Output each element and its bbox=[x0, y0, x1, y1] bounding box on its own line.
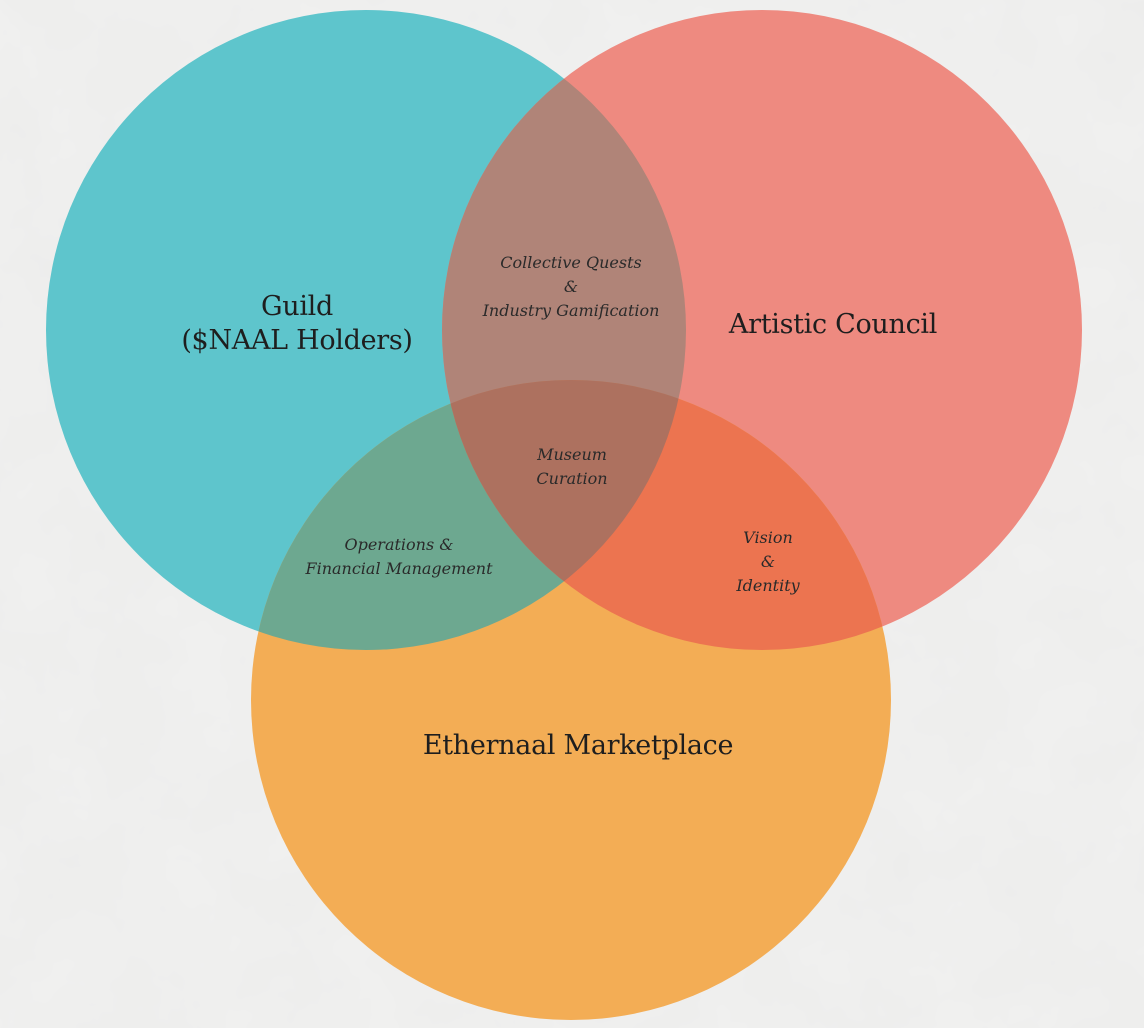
guild-title: Guild bbox=[260, 291, 333, 322]
center-label: Museum Curation bbox=[536, 443, 607, 491]
council-marketplace-overlap bbox=[442, 380, 891, 650]
guild-marketplace-overlap bbox=[251, 380, 686, 650]
guild-label: Guild ($NAAL Holders) bbox=[181, 290, 413, 358]
guild-marketplace-label: Operations & Financial Management bbox=[305, 533, 492, 581]
artistic-council-title: Artistic Council bbox=[728, 309, 938, 340]
council-marketplace-line-3: Identity bbox=[736, 576, 800, 595]
council-marketplace-line-1: Vision bbox=[743, 528, 793, 547]
guild-subtitle: ($NAAL Holders) bbox=[181, 325, 413, 356]
guild-council-line-3: Industry Gamification bbox=[482, 301, 660, 320]
marketplace-title: Ethernaal Marketplace bbox=[422, 730, 734, 761]
guild-council-label: Collective Quests & Industry Gamificatio… bbox=[483, 251, 660, 323]
guild-council-line-1: Collective Quests bbox=[500, 253, 642, 272]
guild-marketplace-line-2: Financial Management bbox=[305, 559, 493, 578]
artistic-council-label: Artistic Council bbox=[728, 308, 938, 342]
marketplace-label: Ethernaal Marketplace bbox=[422, 729, 734, 763]
council-marketplace-label: Vision & Identity bbox=[736, 526, 799, 598]
guild-marketplace-line-1: Operations & bbox=[344, 535, 454, 554]
guild-council-line-2: & bbox=[563, 277, 579, 296]
council-marketplace-line-2: & bbox=[760, 552, 776, 571]
center-line-2: Curation bbox=[536, 469, 608, 488]
center-line-1: Museum bbox=[537, 445, 607, 464]
